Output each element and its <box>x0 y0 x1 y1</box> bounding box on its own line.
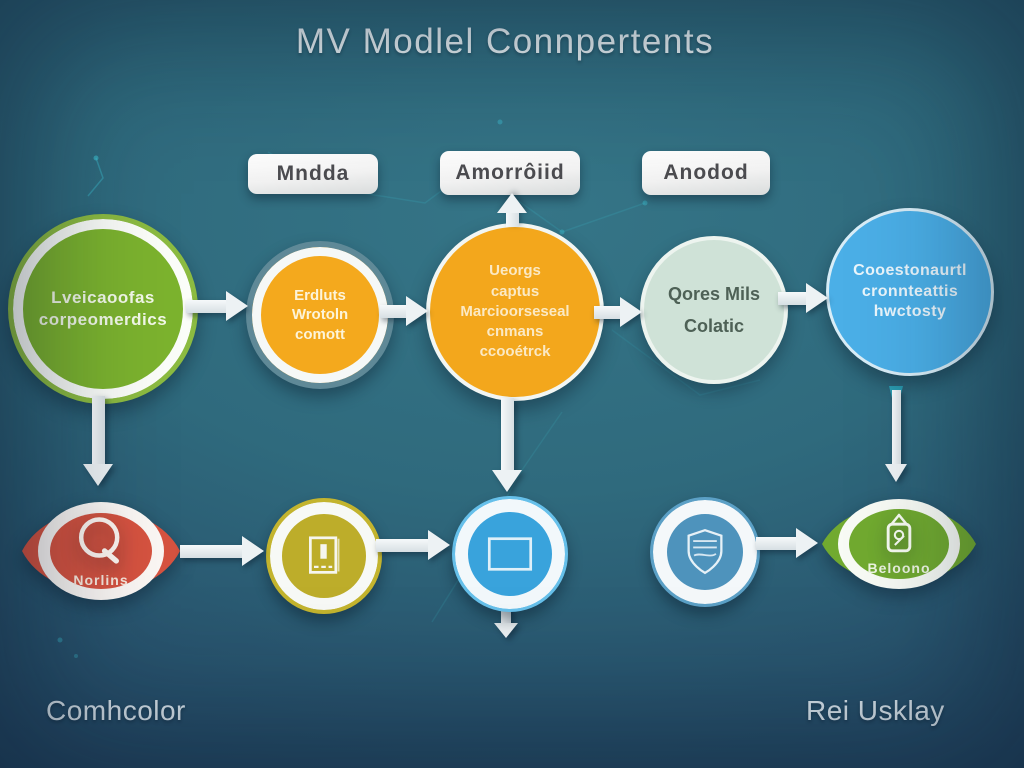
caption-box-3-label: Anodod <box>663 161 749 184</box>
bottom-node-steel <box>650 497 760 607</box>
node-text-line: ccooétrck <box>479 343 551 361</box>
caption-box-1-label: Mndda <box>276 162 350 185</box>
node-text-line: cronnteattis <box>861 282 959 300</box>
bottom-node-label: Beloono <box>867 559 931 576</box>
shield-icon <box>685 527 725 577</box>
book-icon <box>304 530 344 582</box>
arrow-right-icon <box>180 536 264 566</box>
bottom-node-blue <box>452 496 568 612</box>
node-text-line: Qores Mils <box>667 283 761 304</box>
bottom-node-olive <box>266 498 382 614</box>
arrow-down-icon <box>83 396 113 486</box>
node-text-line: cnmans <box>486 323 544 341</box>
node-text-line: corpeomerdics <box>38 310 168 329</box>
arrow-down-icon <box>492 398 522 492</box>
node-text-line: Wrotoln <box>291 306 349 324</box>
bottom-node-label: Norlins <box>73 571 129 588</box>
bottom-node-red-lens: Norlins <box>20 490 182 612</box>
arrow-up-icon <box>497 193 527 227</box>
caption-box-1: Mndda <box>248 154 378 194</box>
caption-box-2-label: Amorrôiid <box>455 161 565 184</box>
node-text-line: Colatic <box>683 316 744 336</box>
arrow-right-icon <box>756 528 818 558</box>
caption-box-2: Amorrôiid <box>440 151 580 195</box>
node-text-line: captus <box>490 282 540 300</box>
rectangle-icon <box>486 536 534 572</box>
node-text-line: comott <box>295 325 345 343</box>
arrow-down-icon <box>885 390 907 482</box>
arrow-right-icon <box>376 530 450 560</box>
page-title: MV Modlel Connpertents <box>295 22 715 61</box>
arrow-right-icon <box>186 291 248 321</box>
footer-left-text: Comhcolor <box>46 695 186 726</box>
node-text-line: Marcioorseseal <box>460 302 570 320</box>
top-node-blue: Cooestonaurtl cronnteattis hwctosty <box>826 208 994 376</box>
top-node-green: Lveicaoofas corpeomerdics <box>8 214 198 404</box>
arrow-right-icon <box>380 296 428 326</box>
node-text-line: Cooestonaurtl <box>853 261 967 279</box>
top-node-small-orange: Erdluts Wrotoln comott <box>246 241 394 389</box>
arrow-right-icon <box>778 283 828 313</box>
lock-icon <box>879 513 919 557</box>
caption-box-3: Anodod <box>642 151 770 195</box>
top-node-mint: Qores Mils Colatic <box>640 236 788 384</box>
q-icon <box>72 515 130 569</box>
bottom-node-green-lens: Beloono <box>820 488 978 600</box>
arrow-down-icon <box>494 604 518 638</box>
footer-right-text: Rei Usklay <box>806 695 945 726</box>
node-text-line: Lveicaoofas <box>51 287 155 307</box>
arrow-right-icon <box>594 297 642 327</box>
node-text-line: Ueorgs <box>489 262 541 280</box>
node-text-line: hwctosty <box>873 303 947 321</box>
top-node-large-orange: Ueorgs captus Marcioorseseal cnmans ccoo… <box>426 223 604 401</box>
node-text-line: Erdluts <box>294 286 346 304</box>
